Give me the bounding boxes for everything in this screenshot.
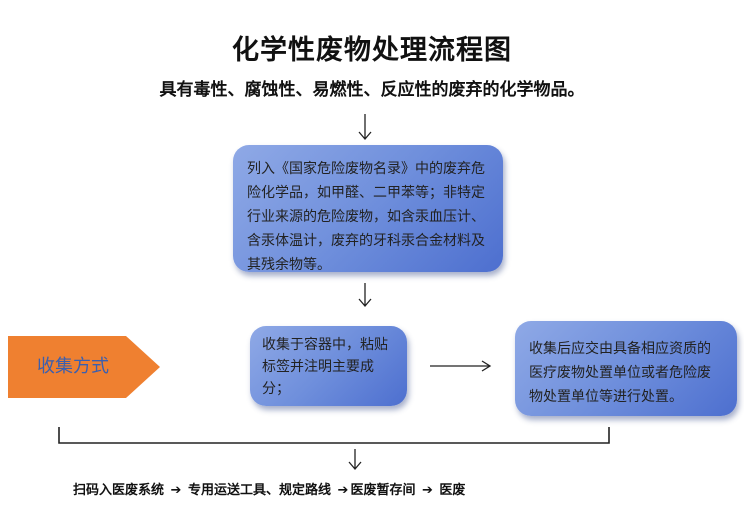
page-title: 化学性废物处理流程图	[232, 35, 512, 66]
step-arrow-icon: ➔	[170, 483, 182, 498]
definition-box: 列入《国家危险废物名录》中的废弃危险化学品，如甲醛、二甲苯等；非特定行业来源的危…	[233, 145, 503, 273]
collection-label: 收集方式	[37, 356, 109, 377]
handover-box: 收集后应交由具备相应资质的医疗废物处置单位或者危险废物处置单位等进行处置。	[515, 321, 737, 416]
arrow-right	[430, 360, 492, 372]
step-4: 医废	[439, 483, 466, 498]
bracket	[58, 427, 610, 444]
arrow-down-3	[348, 449, 362, 470]
collection-shape	[8, 336, 160, 398]
step-1: 扫码入医废系统	[73, 483, 165, 498]
step-2: 专用运送工具、规定路线	[187, 483, 331, 498]
subtitle: 具有毒性、腐蚀性、易燃性、反应性的废弃的化学物品。	[159, 80, 585, 100]
step-arrow-icon: ➔	[337, 483, 349, 498]
step-arrow-icon: ➔	[421, 483, 433, 498]
arrow-down-1	[358, 114, 372, 140]
arrow-down-2	[358, 283, 372, 307]
collect-box: 收集于容器中，粘贴标签并注明主要成分；	[250, 326, 407, 406]
process-steps: 扫码入医废系统 ➔ 专用运送工具、规定路线 ➔医废暂存间 ➔ 医废	[73, 479, 467, 498]
step-3: 医废暂存间	[350, 483, 416, 498]
